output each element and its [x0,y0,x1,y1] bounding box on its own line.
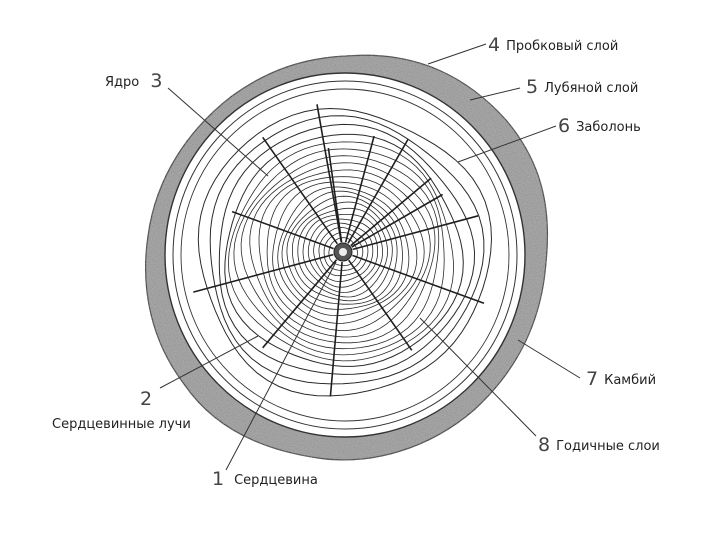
label-1-number: 1 [212,468,224,490]
label-7-number: 7 [586,368,598,390]
leader-4 [428,44,486,64]
label-5-number: 5 [526,76,538,98]
label-7: 7 Камбий [586,370,656,389]
label-2-number: 2 [140,390,152,409]
leader-7 [518,340,580,378]
label-2-text: Сердцевинные лучи [52,418,191,431]
label-5-text: Лубяной слой [544,81,638,96]
label-1: 1 Сердцевина [212,470,318,489]
label-4-text: Пробковый слой [506,39,618,54]
label-3-text: Ядро [105,75,139,90]
label-4-number: 4 [488,34,500,56]
pith-center [339,248,347,256]
label-3-number: 3 [150,70,162,92]
label-6: 6 Заболонь [558,117,641,136]
label-5: 5 Лубяной слой [526,78,638,97]
label-6-text: Заболонь [576,120,641,135]
label-7-text: Камбий [604,373,656,388]
label-1-text: Сердцевина [234,473,318,488]
label-6-number: 6 [558,115,570,137]
label-8: 8 Годичные слои [538,436,660,455]
label-3: Ядро 3 [105,72,168,91]
label-8-number: 8 [538,434,550,456]
label-8-text: Годичные слои [556,439,660,454]
label-4: 4 Пробковый слой [488,36,618,55]
